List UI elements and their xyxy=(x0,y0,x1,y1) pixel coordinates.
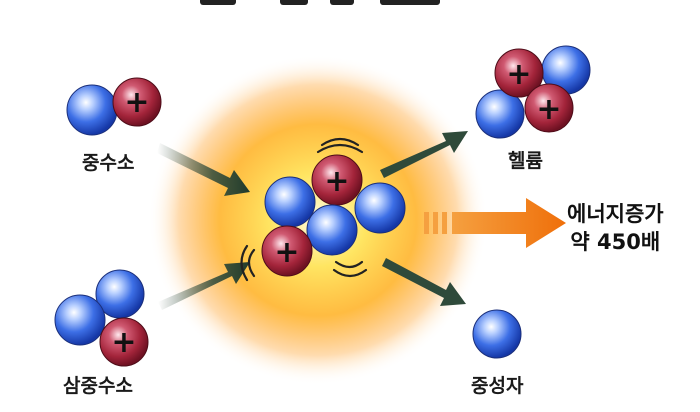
proton xyxy=(524,83,574,133)
energy-gain-line1: 에너지증가 xyxy=(567,202,664,226)
deuterium-nucleus: + xyxy=(66,77,162,136)
proton xyxy=(494,48,544,98)
energy-arrow xyxy=(424,198,566,248)
energy-gain-label: 에너지증가 약 450배 xyxy=(567,200,664,256)
proton-plus: + xyxy=(536,92,561,127)
tritium-label: 삼중수소 xyxy=(63,375,133,397)
energy-gain-line2: 약 450배 xyxy=(570,230,661,254)
vibration-marks xyxy=(240,137,368,282)
proton-plus: + xyxy=(124,85,149,120)
proton-plus: + xyxy=(111,325,136,360)
cropped-title-remnant xyxy=(180,0,500,6)
proton-plus: + xyxy=(324,164,349,199)
proton xyxy=(99,317,149,367)
proton-plus: + xyxy=(506,57,531,92)
neutron xyxy=(306,204,358,256)
neutron xyxy=(475,89,525,139)
neutron xyxy=(354,182,406,234)
neutron xyxy=(54,294,106,346)
neutron xyxy=(472,309,522,359)
tritium-nucleus: + xyxy=(54,269,149,367)
deuterium-label: 중수소 xyxy=(82,152,135,174)
neutron xyxy=(264,176,316,228)
helium-nucleus: + + xyxy=(475,45,591,139)
helium-label: 헬륨 xyxy=(508,150,543,172)
arrow-tritium-in xyxy=(158,262,250,310)
neutron xyxy=(66,84,118,136)
arrow-neutron-out xyxy=(382,258,466,306)
fusing-nuclei-cluster: + + xyxy=(261,154,406,277)
proton xyxy=(261,225,313,277)
neutron-product xyxy=(472,309,522,359)
proton-plus: + xyxy=(274,235,299,270)
proton xyxy=(112,77,162,127)
neutron-label: 중성자 xyxy=(471,375,524,397)
arrow-deuterium-in xyxy=(157,143,250,196)
arrow-helium-out xyxy=(380,131,468,178)
